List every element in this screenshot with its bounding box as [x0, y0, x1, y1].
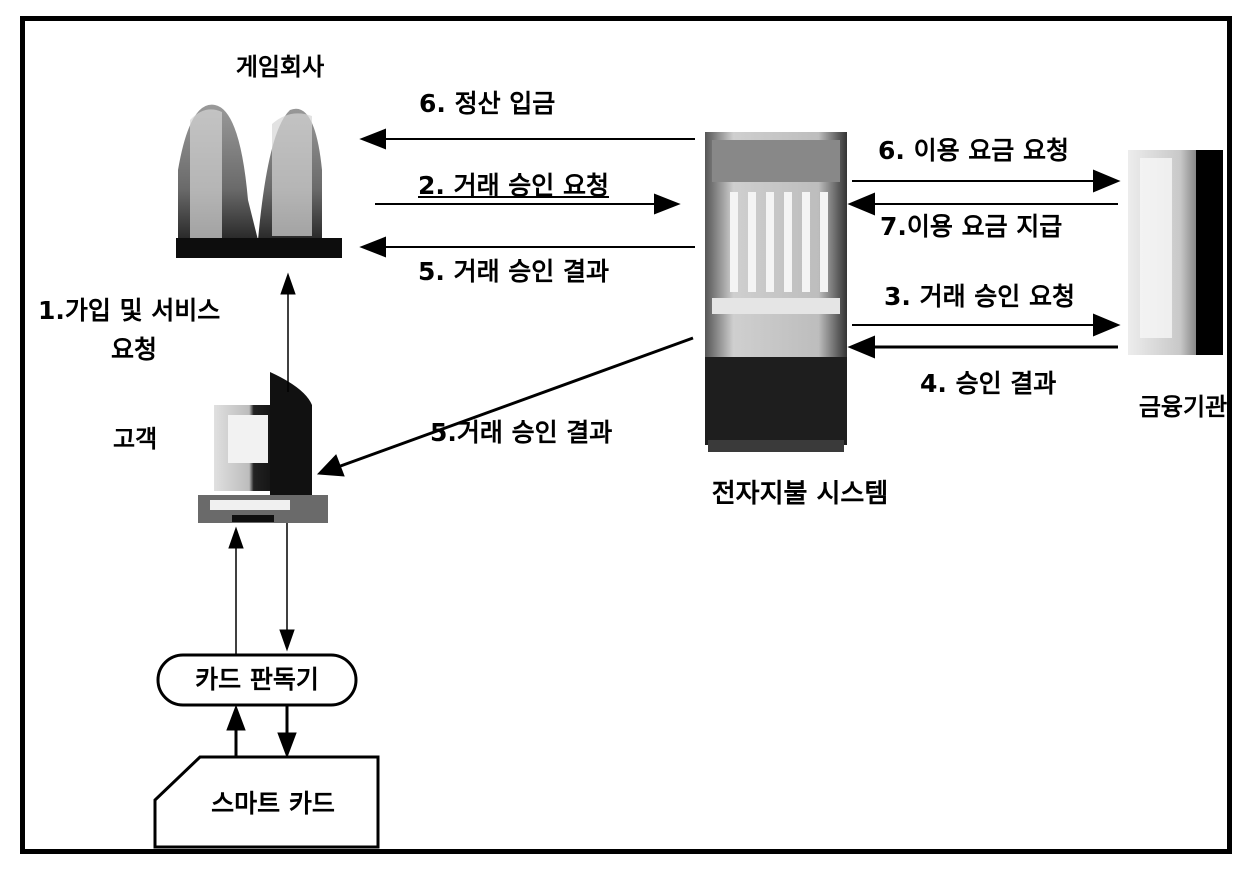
- card-reader-label: 카드 판독기: [158, 665, 356, 695]
- arrow-transaction-request-game-head: [655, 195, 678, 213]
- arrow-usage-fee-request-head: [1094, 171, 1118, 191]
- game-company-icon: [176, 105, 342, 258]
- customer-label: 고객: [113, 424, 157, 454]
- arrow-pc-to-reader-head: [280, 630, 294, 650]
- arrow-transaction-result-customer-head: [318, 455, 344, 476]
- arrow-transaction-result-game-head: [362, 238, 385, 256]
- payment-system-label: 전자지불 시스템: [690, 479, 910, 509]
- game-company-label: 게임회사: [205, 52, 355, 82]
- financial-institution-label: 금융기관: [1128, 392, 1238, 422]
- arrow-usage-fee-payment-head: [850, 194, 874, 214]
- flow-settlement-deposit-label: 6. 정산 입금: [419, 89, 555, 119]
- payment-server-icon: [705, 132, 847, 452]
- arrow-card-to-reader-head: [227, 706, 245, 730]
- smart-card-label: 스마트 카드: [178, 789, 368, 819]
- arrow-signup-head: [281, 274, 295, 294]
- flow-approval-result-label: 4. 승인 결과: [920, 369, 1056, 399]
- flow-usage-fee-payment-label: 7.이용 요금 지급: [880, 212, 1062, 242]
- flow-signup-label-line1: 1.가입 및 서비스: [38, 296, 220, 326]
- customer-pc-icon: [198, 372, 328, 523]
- bank-icon: [1128, 150, 1223, 355]
- flow-signup-label-line2: 요청: [111, 335, 157, 365]
- flow-transaction-result-game-label: 5. 거래 승인 결과: [418, 257, 609, 287]
- flow-transaction-result-customer-label: 5.거래 승인 결과: [430, 418, 612, 448]
- arrow-transaction-result-customer: [335, 338, 693, 468]
- arrow-reader-to-card-head: [278, 733, 296, 757]
- arrow-approval-result-head: [850, 337, 874, 357]
- arrow-settlement-deposit-head: [362, 130, 385, 148]
- flow-transaction-request-bank-label: 3. 거래 승인 요청: [884, 282, 1075, 312]
- arrow-transaction-request-bank-head: [1094, 315, 1118, 335]
- flow-transaction-request-game-label: 2. 거래 승인 요청: [418, 171, 609, 201]
- arrow-reader-to-pc-head: [229, 528, 243, 548]
- flow-usage-fee-request-label: 6. 이용 요금 요청: [878, 136, 1069, 166]
